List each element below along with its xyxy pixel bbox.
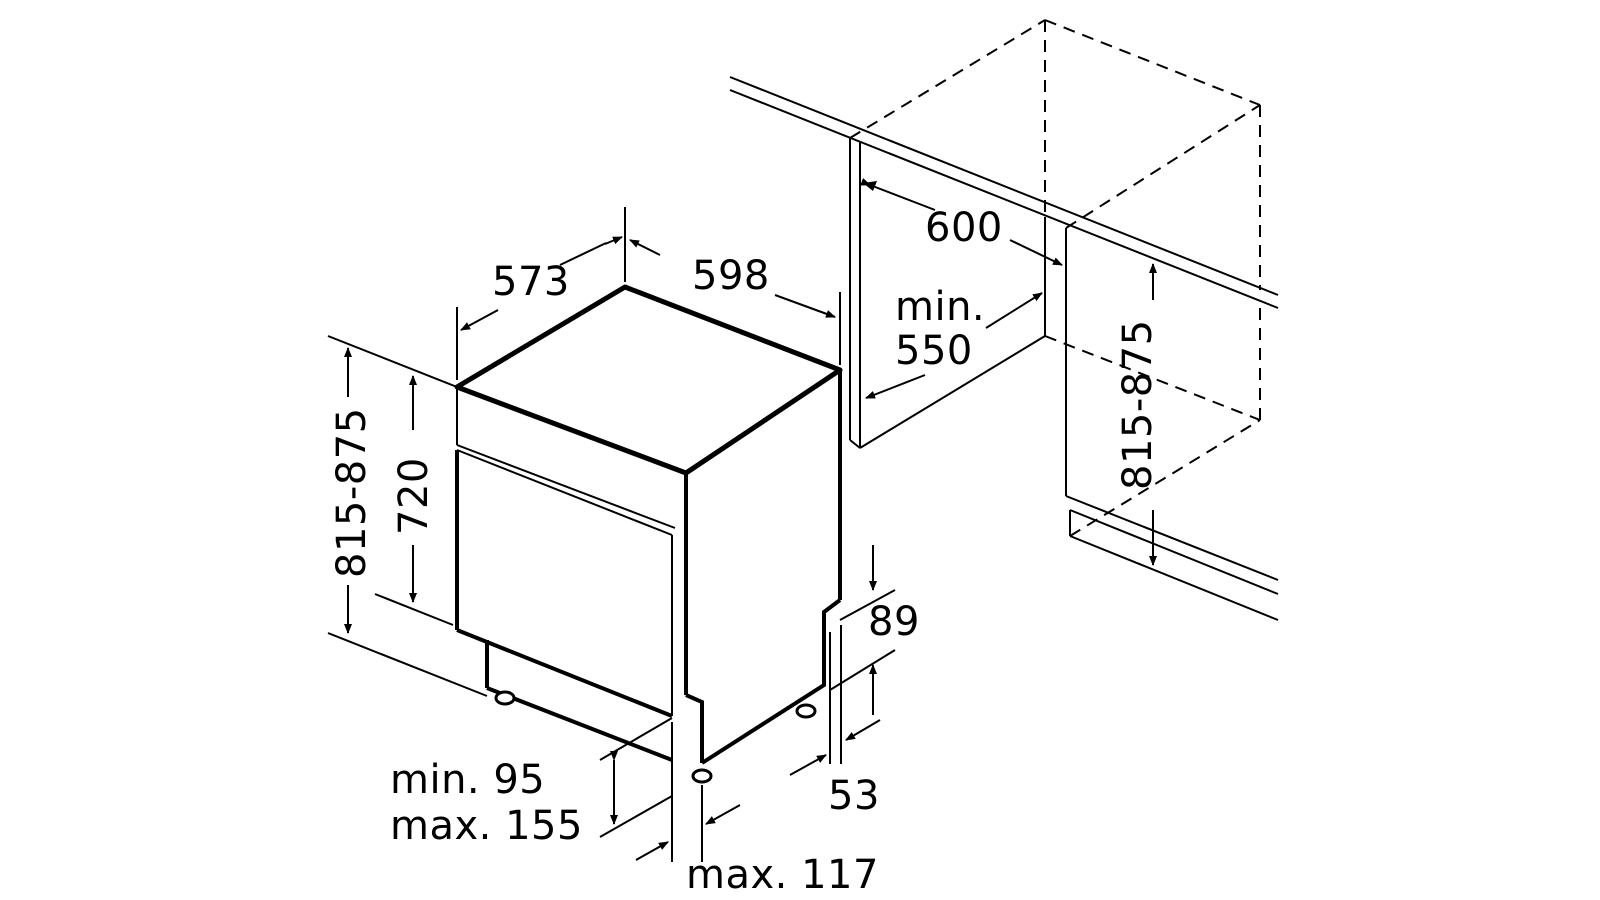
body-height-label: 720 <box>391 457 437 535</box>
dishwasher-body <box>454 284 843 784</box>
plinth-height-min-label: min. 95 <box>390 757 546 803</box>
niche-dimension-arrows <box>860 178 1157 566</box>
niche-depth-label-line1: min. <box>895 284 986 330</box>
dishwasher-dimension-arrows <box>327 207 896 862</box>
plinth-height-max-label: max. 155 <box>390 803 583 849</box>
niche-width-label: 600 <box>925 205 1003 251</box>
width-label: 598 <box>692 253 770 299</box>
plinth-gap-label: 89 <box>868 599 920 645</box>
kitchen-niche <box>729 19 1279 621</box>
niche-height-label: 815-875 <box>1115 319 1161 490</box>
niche-depth-label-line2: 550 <box>895 328 973 374</box>
height-range-label: 815-875 <box>329 407 375 578</box>
depth-label: 573 <box>492 259 570 305</box>
foot-offset-label: max. 117 <box>686 852 879 898</box>
plinth-recess-label: 53 <box>828 773 880 819</box>
